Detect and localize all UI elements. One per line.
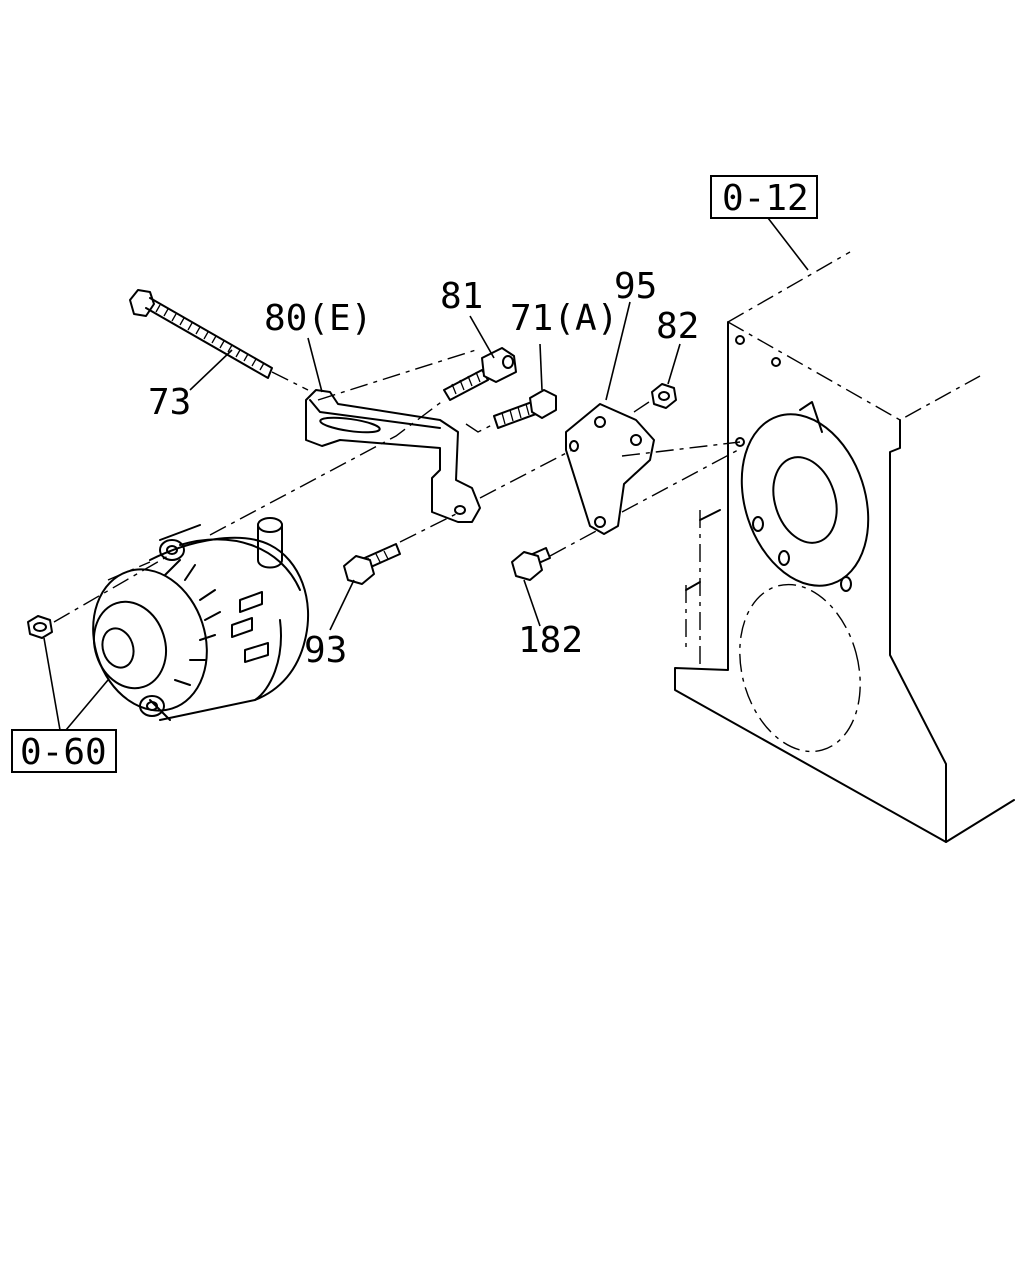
bolt-182 — [511, 547, 551, 581]
callout-81: 81 — [440, 276, 483, 317]
callout-80: 80(E) — [264, 298, 372, 339]
leader-lines — [43, 217, 809, 731]
ref-box-alternator: 0-60 — [11, 729, 117, 773]
bracket-95 — [565, 403, 655, 535]
bolt-73 — [129, 289, 273, 379]
ref-box-engine-block: 0-12 — [710, 175, 818, 219]
ref-engine-block-label: 0-12 — [722, 178, 809, 219]
bolt-71 — [493, 389, 557, 429]
bolt-93 — [343, 543, 401, 585]
callout-182: 182 — [518, 620, 583, 661]
bracket-80 — [305, 389, 481, 523]
nut-82 — [651, 383, 677, 409]
callout-95: 95 — [614, 266, 657, 307]
spacer-bolt-81 — [443, 347, 517, 401]
callout-93: 93 — [304, 630, 347, 671]
ref-alternator-label: 0-60 — [20, 732, 107, 773]
assembly-lines — [53, 349, 741, 623]
callout-73: 73 — [148, 382, 191, 423]
callout-71: 71(A) — [510, 298, 618, 339]
callout-82: 82 — [656, 306, 699, 347]
engine-block — [674, 251, 1015, 843]
alternator-nut — [27, 615, 53, 639]
alternator — [92, 517, 310, 721]
